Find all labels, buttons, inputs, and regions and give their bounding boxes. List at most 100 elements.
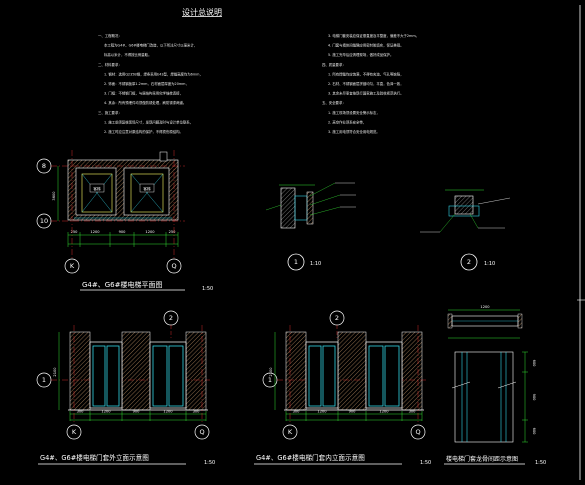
frame-caption: 楼电梯门套龙骨间距示意图	[446, 455, 518, 463]
elev-grid-label-side: 1	[268, 376, 272, 384]
detail-1-panel	[306, 191, 314, 225]
note-line: 3. 施工用电须符合安全用电规范。	[328, 129, 380, 134]
note-line: 标高以米计，不得按比例量取。	[104, 52, 151, 57]
plan-car-2-label: 客梯	[143, 186, 151, 191]
elev-wall-mid	[337, 331, 367, 411]
note-line: 1. 钢材：选用Q235B钢，焊条采用E43型，焊缝高度均为6mm，	[104, 71, 203, 76]
elev-door-frame-1	[305, 341, 339, 409]
elev-grid-bubble-col	[194, 424, 210, 440]
frame-scale: 1:50	[535, 460, 546, 466]
note-line: 四、质量要求：	[322, 62, 346, 67]
elev-door-leaf-left-2	[368, 345, 384, 407]
elev-grid-bubble-col	[410, 424, 426, 440]
note-line: 3. 电梯门套安装应保证垂直度及平整度，偏差不大于2mm。	[328, 33, 419, 38]
detail-1-scale: 1:10	[310, 261, 321, 267]
grid-bubble-col-q	[166, 258, 182, 274]
elev-caption: G4#、G6#楼电梯门套内立面示意图	[256, 453, 365, 462]
plan-dim-label: 1200	[145, 230, 155, 234]
elev-wall-left	[69, 331, 91, 411]
plan-scale: 1:50	[202, 286, 213, 292]
note-line: 5. 施工完毕后应清理现场，做好成品保护。	[328, 52, 393, 57]
note-line: 一、工程概况：	[98, 33, 122, 38]
frame-post-left	[447, 313, 453, 329]
elev-caption: G4#、G6#楼电梯门套外立面示意图	[40, 453, 149, 462]
elev-grid-label-top: 2	[335, 314, 339, 322]
elev-dim-label: 300	[77, 410, 85, 414]
elev-dim-label: 300	[193, 410, 201, 414]
elev-dim-label: 1200	[101, 410, 111, 414]
elev-dim-label: 900	[349, 410, 357, 414]
note-line: 1. 所有焊缝均应饱满，不得有夹渣、气孔等缺陷，	[328, 71, 404, 76]
notes-right-column: 3. 电梯门套安装应保证垂直度及平整度，偏差不大于2mm。 4. 门套与墙体间缝隙…	[322, 33, 419, 134]
plan-dim-label: 1200	[90, 230, 100, 234]
detail-1-bubble-label: 1	[294, 258, 298, 266]
elev-door-leaf-left-2	[152, 345, 168, 407]
frame-spacing-detail: 1200 600 900 600 楼电梯门套龙骨间距示意图 1:50	[444, 305, 546, 466]
plan-dim-label: 250	[169, 230, 177, 234]
detail-2-wall	[454, 195, 474, 215]
note-line: 本工程为G4#、G6#楼电梯门改造，以下所注尺寸以毫米计，	[104, 43, 197, 48]
elev-door-frame-1	[89, 341, 123, 409]
elev-grid-label-col: K	[72, 428, 77, 436]
note-line: 4. 门套与墙体间缝隙应用密封胶填实，保证美观。	[328, 43, 404, 48]
elev-grid-label-col: Q	[415, 428, 420, 436]
elev-scale: 1:50	[204, 460, 215, 466]
note-line: 1. 施工前须复核现场尺寸，发现问题及时与设计单位联系，	[104, 119, 193, 124]
elev-wall-right	[185, 331, 207, 411]
plan-car-1-label: 客梯	[93, 186, 101, 191]
plan-caption: G4#、G6#楼电梯平面图	[82, 280, 163, 289]
grid-bubble-col-k	[64, 258, 80, 274]
grid-label-col-q: Q	[171, 262, 176, 270]
detail-2-leader-c	[439, 213, 456, 233]
elev-door-leaf-right-1	[106, 345, 120, 407]
note-line: 2. 石材、不锈钢面层拼缝均匀，平直，色泽一致，	[328, 81, 404, 86]
drawing-title: 设计总说明	[182, 7, 222, 17]
detail-2: 2 1:10	[420, 189, 511, 271]
elev-wall-right	[401, 331, 423, 411]
frame-break-1	[451, 381, 471, 389]
elev-door-leaf-left-1	[308, 345, 322, 407]
plan-dim-label: 900	[119, 230, 127, 234]
elev-grid-bubble-col	[66, 424, 82, 440]
elev-scale: 1:50	[420, 460, 431, 466]
detail-2-bubble	[460, 253, 478, 271]
elev-grid-label-col: Q	[199, 428, 204, 436]
frame-side-dim-2: 900	[532, 394, 536, 402]
grid-label-col-k: K	[70, 262, 75, 270]
elev-dim-label: 1200	[379, 410, 389, 414]
plan-car-1-label-box	[89, 183, 105, 193]
detail-1-wall	[280, 187, 296, 229]
detail-1-leader-b	[309, 194, 341, 206]
detail-2-bubble-label: 2	[467, 258, 471, 266]
detail-2-scale: 1:10	[484, 261, 495, 267]
detail-1-bubble	[287, 253, 305, 271]
frame-break-2	[497, 381, 517, 389]
elev-door-leaf-left-1	[92, 345, 106, 407]
detail-1-left-leader	[265, 204, 282, 211]
elev-door-frame-2	[149, 341, 187, 409]
elev-wall-left	[285, 331, 307, 411]
plan-car-1	[81, 173, 113, 213]
detail-1-leader-a	[309, 182, 336, 197]
notes-left-column: 一、工程概况： 本工程为G4#、G6#楼电梯门改造，以下所注尺寸以毫米计， 标高以米…	[98, 33, 203, 134]
grid-label-row-10: 10	[40, 217, 48, 225]
plan-car-2-diag-b	[130, 173, 164, 213]
elev-height-dim: 2100	[269, 367, 273, 377]
frame-side-dim-3: 600	[532, 428, 536, 436]
note-line: 3. 门框：不锈钢门框，与原结构采用化学锚栓连接，	[104, 91, 183, 96]
note-line: 2. 高空作业须系安全带，	[328, 119, 366, 124]
frame-post-right	[517, 313, 523, 329]
note-line: 五、安全要求：	[322, 100, 346, 105]
elev-dim-label: 1200	[317, 410, 327, 414]
elev-wall-mid	[121, 331, 151, 411]
note-line: 1. 施工现场须设置安全警示标志，	[328, 110, 380, 115]
elev-door-frame-2	[365, 341, 403, 409]
elev-dim-label: 1200	[163, 410, 173, 414]
detail-2-leader-a	[469, 213, 479, 229]
note-line: 2. 饰面：不锈钢板厚1.2mm，石材面层厚度为20mm，	[104, 81, 189, 86]
detail-2-frame	[448, 205, 480, 217]
note-line: 4. 其余：所有预埋件均须做防锈处理，刷防锈漆两道。	[104, 100, 186, 105]
